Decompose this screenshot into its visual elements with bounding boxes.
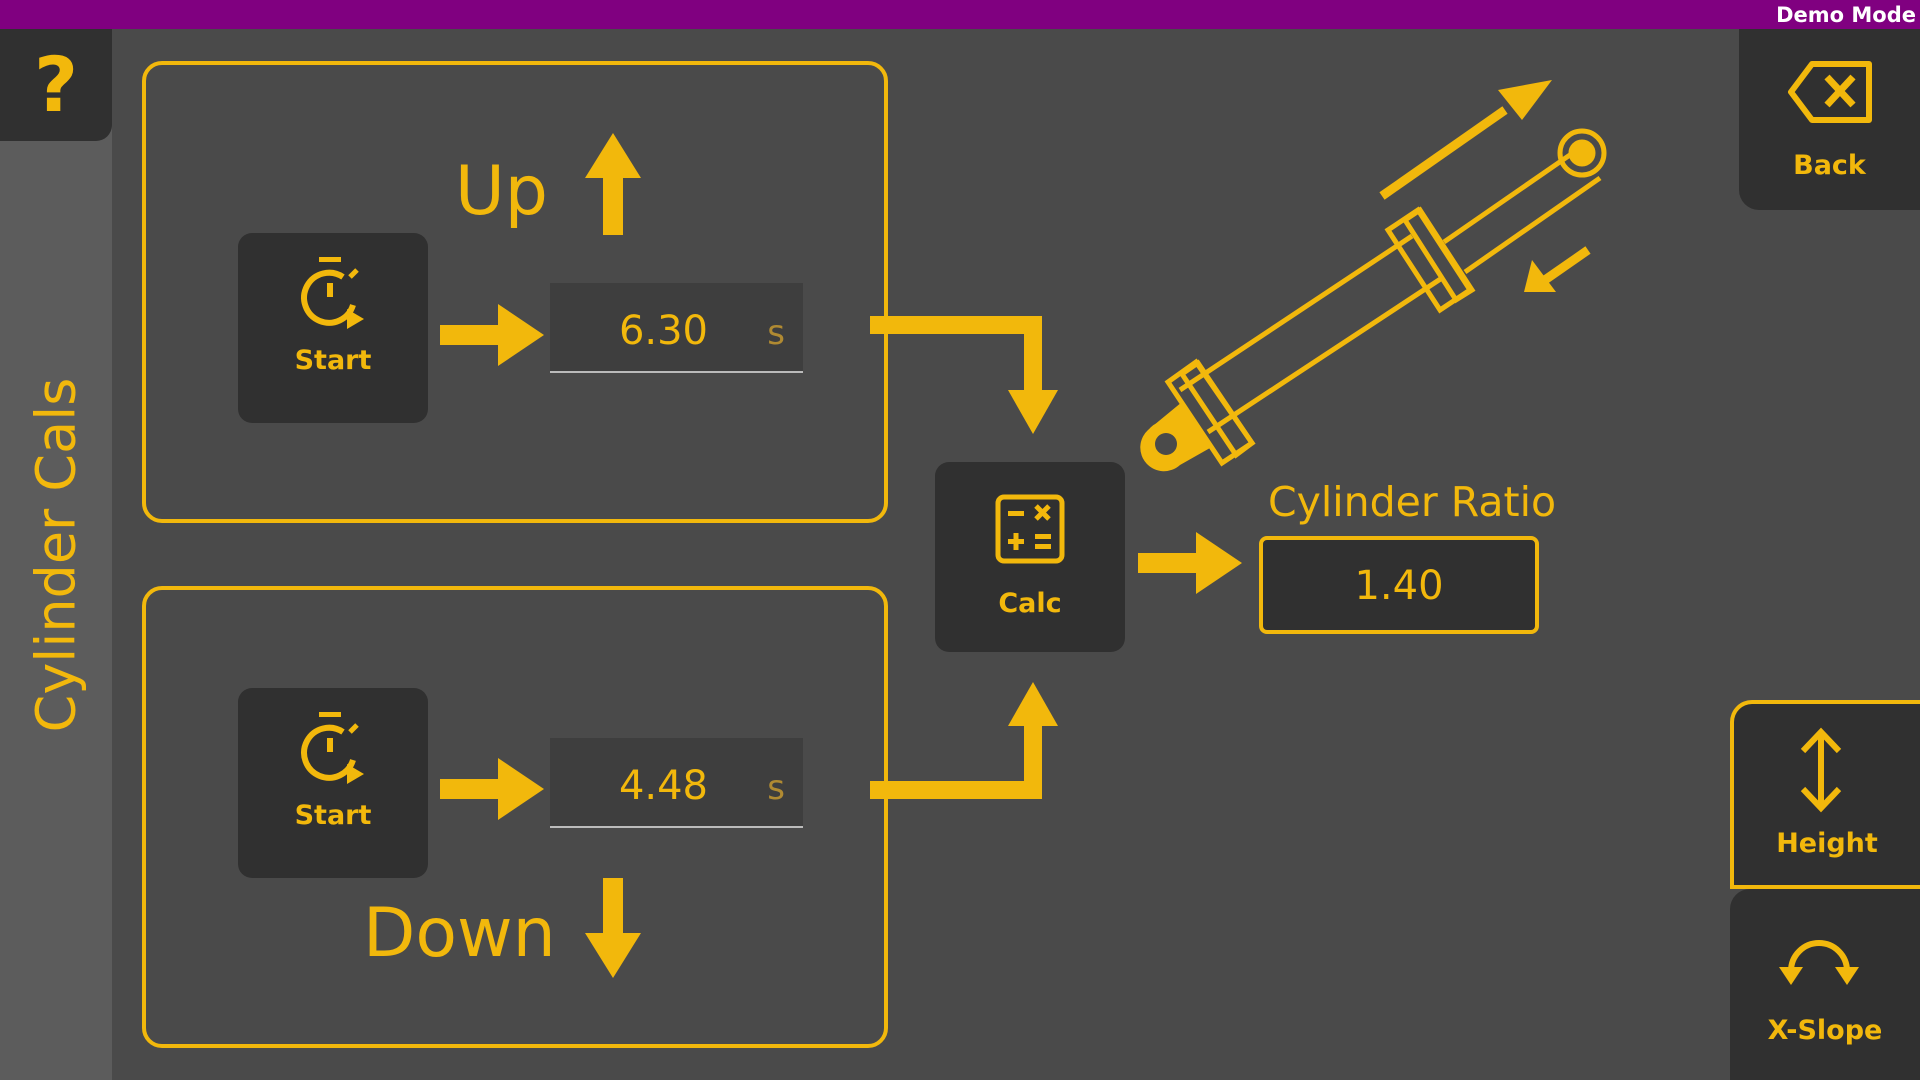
arrow-down-icon [585, 878, 641, 978]
cylinder-icon [1140, 80, 1607, 472]
rotate-icon [1779, 940, 1859, 985]
arrow-right-icon [440, 758, 544, 820]
up-start-label: Start [294, 345, 372, 376]
backspace-icon [1788, 61, 1872, 123]
up-panel [142, 61, 888, 523]
down-label: Down [363, 894, 556, 973]
up-time-field[interactable]: 6.30 s [550, 283, 803, 373]
cylinder-ratio-label: Cylinder Ratio [1268, 478, 1557, 526]
down-time-value: 4.48 [618, 763, 708, 809]
back-label: Back [1793, 150, 1866, 181]
help-button[interactable]: ? [0, 29, 112, 141]
up-start-button[interactable]: Start [238, 233, 428, 423]
xslope-button[interactable]: X-Slope [1730, 889, 1920, 1080]
height-label: Height [1776, 828, 1878, 859]
down-start-button[interactable]: Start [238, 688, 428, 878]
connector-arrow-bottom [870, 682, 1058, 799]
down-panel [142, 586, 888, 1048]
calc-label: Calc [998, 588, 1062, 619]
up-time-unit: s [767, 313, 785, 353]
up-label: Up [455, 152, 548, 231]
calculator-icon [995, 494, 1065, 564]
down-time-field[interactable]: 4.48 s [550, 738, 803, 828]
connector-arrow-top [870, 316, 1058, 434]
arrow-right-icon [440, 304, 544, 366]
arrow-right-icon [1138, 532, 1242, 594]
arrow-up-icon [585, 133, 641, 235]
stopwatch-icon [301, 712, 364, 784]
back-button[interactable]: Back [1739, 29, 1920, 210]
left-sidebar [0, 29, 112, 1080]
cylinder-ratio-field: 1.40 [1259, 536, 1539, 634]
vertical-arrows-icon [1800, 727, 1842, 813]
calc-button[interactable]: Calc [935, 462, 1125, 652]
demo-mode-label: Demo Mode [1776, 3, 1916, 27]
down-start-label: Start [294, 800, 372, 831]
top-bar: Demo Mode [0, 0, 1920, 29]
help-label: ? [33, 40, 79, 129]
down-time-unit: s [767, 768, 785, 808]
up-time-value: 6.30 [618, 308, 708, 354]
xslope-label: X-Slope [1767, 1015, 1883, 1046]
stopwatch-icon [301, 257, 364, 329]
page-title: Cylinder Cals [24, 377, 88, 733]
height-button[interactable]: Height [1730, 700, 1920, 889]
cylinder-ratio-value: 1.40 [1354, 563, 1444, 609]
